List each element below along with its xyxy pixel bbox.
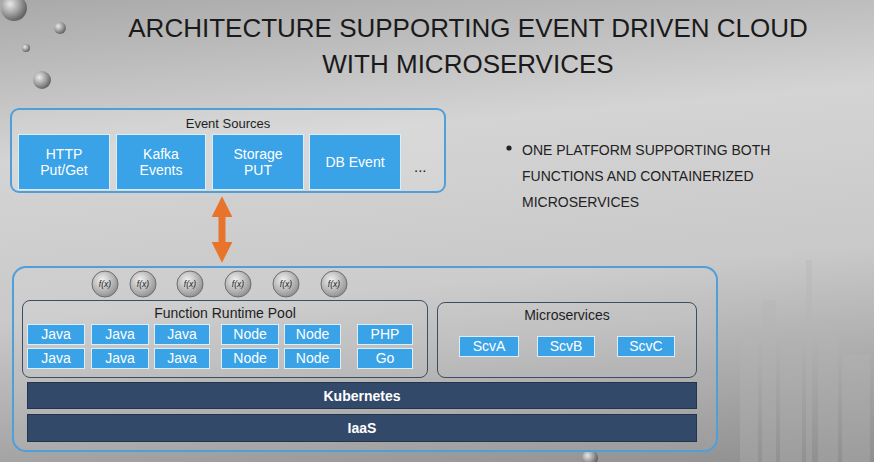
component-box: HTTP Put/Get — [18, 134, 110, 190]
box-label: f(x) — [184, 279, 196, 289]
group-title: Event Sources — [12, 116, 444, 131]
component-box: PHP — [357, 324, 413, 345]
component-box: ScvB — [537, 336, 595, 357]
component-box: Java — [91, 348, 149, 369]
group-title: Microservices — [438, 307, 696, 323]
box-label: ScvA — [473, 338, 506, 354]
circle — [225, 271, 251, 297]
bullet-note: ONE PLATFORM SUPPORTING BOTH FUNCTIONS A… — [522, 137, 822, 215]
ellipsis: ... — [414, 158, 427, 176]
component-box: Node — [284, 348, 341, 369]
component-box: Go — [357, 348, 413, 369]
component-box: Storage PUT — [212, 134, 304, 190]
building — [818, 320, 838, 462]
function-circle: f(x) — [91, 270, 119, 298]
box-label: f(x) — [137, 279, 149, 289]
box-label: Node — [233, 326, 266, 342]
box-label: f(x) — [280, 279, 292, 289]
bubble — [33, 71, 51, 89]
component-box: ScvA — [459, 336, 519, 357]
skyline — [740, 260, 870, 462]
component-box: Java — [91, 324, 149, 345]
box-label: Java — [41, 350, 71, 366]
component-box: Node — [221, 324, 279, 345]
function-circle: f(x) — [272, 270, 300, 298]
box-label: HTTP Put/Get — [32, 146, 96, 178]
building — [842, 355, 870, 462]
box-label: Java — [105, 326, 135, 342]
bubble — [22, 44, 30, 52]
box-label: f(x) — [232, 279, 244, 289]
box-label: Storage PUT — [226, 146, 290, 178]
event-sources-group: Event SourcesHTTP Put/Get Kafka Events Sto… — [10, 108, 446, 193]
box-label: PHP — [371, 326, 400, 342]
box-label: f(x) — [99, 279, 111, 289]
title: ARCHITECTURE SUPPORTING EVENT DRIVEN CLO… — [93, 10, 843, 82]
box-label: Node — [233, 350, 266, 366]
tower — [806, 260, 812, 462]
container-box: MicroservicesScvA ScvB ScvC — [437, 302, 697, 378]
component-box: Kafka Events — [116, 134, 206, 190]
function-circle: f(x) — [176, 270, 204, 298]
box-label: ScvB — [550, 338, 583, 354]
component-box: Java — [154, 324, 210, 345]
box-label: Java — [167, 350, 197, 366]
component-box: Node — [284, 324, 341, 345]
box-label: IaaS — [348, 420, 377, 436]
circle — [92, 271, 118, 297]
bubble — [1, 0, 27, 21]
container-box: Function Runtime PoolJavaJavaJavaNodeNod… — [22, 300, 428, 378]
circle — [130, 271, 156, 297]
component-box: ScvC — [617, 336, 675, 357]
function-circle: f(x) — [224, 270, 252, 298]
box-label: Go — [376, 350, 395, 366]
box-label: DB Event — [325, 154, 384, 170]
box-label: Node — [296, 326, 329, 342]
building — [740, 330, 758, 462]
layer-band: Kubernetes — [27, 382, 697, 409]
box-label: Kubernetes — [323, 388, 400, 404]
building — [780, 345, 802, 462]
platform-box: f(x) f(x) f(x) f(x) f(x) f(x) Function Runtime… — [12, 266, 718, 452]
layer-band: IaaS — [27, 414, 697, 442]
component-box: Java — [27, 324, 85, 345]
double-arrow — [219, 211, 226, 248]
box-label: f(x) — [328, 279, 340, 289]
circle — [273, 271, 299, 297]
component-box: DB Event — [309, 134, 401, 190]
bullet — [506, 145, 511, 150]
box-label: Java — [41, 326, 71, 342]
group-title: Function Runtime Pool — [23, 305, 427, 321]
function-circle: f(x) — [129, 270, 157, 298]
box-label: Node — [296, 350, 329, 366]
box-label: Java — [105, 350, 135, 366]
circle — [177, 271, 203, 297]
function-circle: f(x) — [320, 270, 348, 298]
component-box: Node — [221, 348, 279, 369]
bubble — [54, 22, 66, 34]
circle — [321, 271, 347, 297]
box-label: Java — [167, 326, 197, 342]
component-box: Java — [27, 348, 85, 369]
box-label: Kafka Events — [129, 146, 193, 178]
box-label: ScvC — [629, 338, 662, 354]
component-box: Java — [154, 348, 210, 369]
building — [762, 300, 776, 462]
